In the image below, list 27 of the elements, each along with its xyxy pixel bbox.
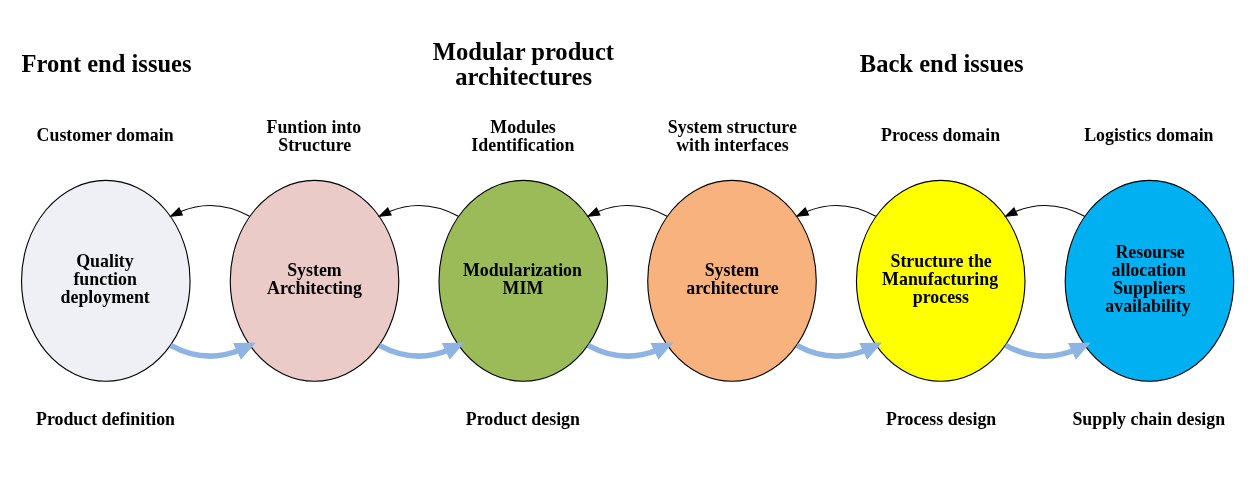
label: Back end issues bbox=[859, 49, 1024, 77]
arrow bbox=[795, 204, 877, 217]
node-ellipse: Resourse allocation Suppliers availability bbox=[1064, 179, 1235, 382]
node-label: Logistics domain bbox=[1084, 124, 1214, 145]
node-label: Process domain bbox=[881, 124, 1001, 145]
arrow bbox=[169, 341, 256, 360]
node-label: Customer domain bbox=[36, 124, 174, 145]
label: Modular product architectures bbox=[432, 37, 615, 90]
arrow bbox=[377, 204, 459, 217]
label: Supply chain design bbox=[1072, 408, 1226, 429]
arrow bbox=[586, 341, 674, 360]
node-label: Funtion into Structure bbox=[266, 116, 362, 155]
node-label: Modules Identification bbox=[471, 116, 575, 155]
node-ellipse: Quality function deployment bbox=[20, 179, 191, 382]
arrow bbox=[586, 204, 668, 217]
label: Process design bbox=[886, 408, 997, 429]
node-label: System structure with interfaces bbox=[667, 116, 797, 155]
arrow bbox=[1004, 204, 1086, 217]
label: Front end issues bbox=[21, 49, 192, 77]
arrow bbox=[169, 204, 251, 217]
arrow bbox=[1004, 341, 1091, 360]
node-ellipse: Structure the Manufacturing process bbox=[855, 179, 1026, 382]
arrow bbox=[378, 341, 465, 360]
arrow bbox=[795, 341, 883, 360]
label: Product design bbox=[465, 408, 580, 429]
label: Product definition bbox=[36, 408, 175, 429]
node-ellipse: System Architecting bbox=[229, 179, 400, 382]
